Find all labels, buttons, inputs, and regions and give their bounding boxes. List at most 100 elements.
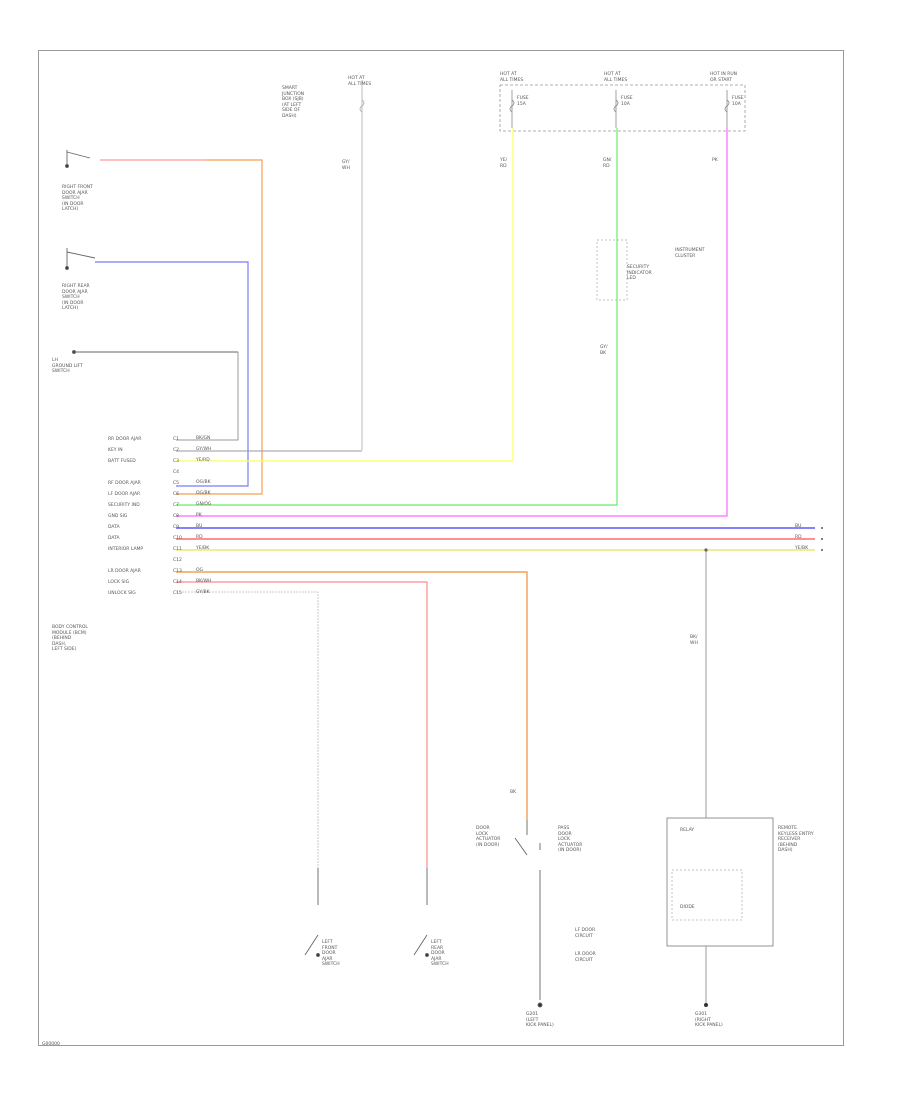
actuator-left-label: DOOR LOCK ACTUATOR (IN DOOR) bbox=[476, 826, 501, 848]
actuator-switch-symbol bbox=[514, 820, 543, 1008]
wire-color-label: OG/BK bbox=[196, 480, 211, 485]
pin-label: UNLOCK SIG bbox=[108, 591, 136, 596]
lr-door-switch-label: LEFT REAR DOOR AJAR SWITCH bbox=[431, 940, 449, 967]
wire-blue-rr bbox=[95, 261, 249, 487]
bus-end-label: BU bbox=[795, 524, 802, 529]
wire-color-label: BU bbox=[196, 524, 203, 529]
pin-number: C11 bbox=[173, 547, 182, 552]
pin-label: INTERIOR LAMP bbox=[108, 547, 144, 552]
fuse-center-3-label: HOT IN RUN OR START bbox=[710, 72, 738, 83]
keyless-receiver-label: REMOTE KEYLESS ENTRY RECEIVER (BEHIND DA… bbox=[778, 826, 814, 853]
fuse-3-symbol bbox=[724, 90, 730, 128]
wire-color-label: OG/BK bbox=[196, 491, 211, 496]
wire-gray-lower bbox=[176, 591, 319, 868]
hot-top-label: HOT AT ALL TIMES bbox=[348, 76, 372, 87]
pin-label: KEY IN bbox=[108, 448, 123, 453]
security-led-box bbox=[596, 239, 628, 301]
pin-label: LOCK SIG bbox=[108, 580, 130, 585]
fuse-2-label: FUSE 10A bbox=[621, 96, 633, 107]
pin-number: C8 bbox=[173, 514, 180, 519]
pin-number: C9 bbox=[173, 525, 180, 530]
pin-label: SECURITY IND bbox=[108, 503, 140, 508]
pin-label: LF DOOR AJAR bbox=[108, 492, 141, 497]
footer-code: G00000 bbox=[42, 1042, 60, 1047]
fuse-1-label: FUSE 15A bbox=[517, 96, 529, 107]
pin-label: RF DOOR AJAR bbox=[108, 481, 141, 486]
rf-door-switch-symbol bbox=[65, 150, 91, 168]
gy-wire-label: GY/ WH bbox=[342, 160, 350, 171]
pin-number: C5 bbox=[173, 481, 180, 486]
lf-door-switch-label: LEFT FRONT DOOR AJAR SWITCH bbox=[322, 940, 340, 967]
diagram-frame bbox=[38, 50, 844, 1046]
pin-number: C2 bbox=[173, 448, 180, 453]
pin-label: RR DOOR AJAR bbox=[108, 437, 142, 442]
bcm-label: BODY CONTROL MODULE (BCM) (BEHIND DASH, … bbox=[52, 625, 88, 652]
bus-end-label: YE/BK bbox=[795, 546, 809, 551]
circuit-b-label: LR DOOR CIRCUIT bbox=[575, 952, 596, 963]
ground-lift-switch-symbol bbox=[72, 350, 238, 354]
rr-door-switch-symbol bbox=[65, 248, 96, 270]
wire-orange-lower bbox=[176, 571, 528, 820]
pin-number: C7 bbox=[173, 503, 180, 508]
pin-number: C6 bbox=[173, 492, 180, 497]
fuse-box bbox=[499, 84, 746, 132]
rr-door-switch-label: RIGHT REAR DOOR AJAR SWITCH (IN DOOR LAT… bbox=[62, 284, 90, 311]
ground-lift-switch-label: LH GROUND LIFT SWITCH bbox=[52, 358, 83, 374]
fuse-center-2-label: HOT AT ALL TIMES bbox=[604, 72, 628, 83]
ground-right-label: G301 (RIGHT KICK PANEL) bbox=[695, 1012, 723, 1028]
pin-label: LR DOOR AJAR bbox=[108, 569, 141, 574]
wire-color-label: PK bbox=[196, 513, 202, 518]
yl-wire-label: YE/ RD bbox=[500, 158, 508, 169]
bus-end-label: RD bbox=[795, 535, 802, 540]
instrument-label: INSTRUMENT CLUSTER bbox=[675, 248, 705, 259]
lr-door-switch-symbol bbox=[413, 868, 429, 957]
actuator-right-label: PASS DOOR LOCK ACTUATOR (IN DOOR) bbox=[558, 826, 583, 853]
wire-color-label: RD bbox=[196, 535, 203, 540]
ground-left-label: G201 (LEFT KICK PANEL) bbox=[526, 1012, 554, 1028]
lf-door-switch-symbol bbox=[304, 868, 320, 957]
pin-number: C4 bbox=[173, 470, 180, 475]
wire-red-lower bbox=[176, 581, 428, 868]
rf-door-switch-label: RIGHT FRONT DOOR AJAR SWITCH (IN DOOR LA… bbox=[62, 185, 93, 212]
wire-color-label: BK/WH bbox=[196, 579, 212, 584]
wire-color-label: GY/BK bbox=[196, 590, 210, 595]
wire-color-label: OG bbox=[196, 568, 204, 573]
wire-color-label: GY/WH bbox=[196, 447, 212, 452]
pin-number: C10 bbox=[173, 536, 182, 541]
hot-feed-center bbox=[359, 80, 365, 450]
wire-color-label: YE/BK bbox=[196, 546, 210, 551]
wire-pink bbox=[176, 128, 728, 517]
pin-number: C14 bbox=[173, 580, 182, 585]
wire-yellow bbox=[176, 128, 514, 462]
pin-label: DATA bbox=[108, 536, 120, 541]
wire-orange-rf bbox=[176, 159, 263, 495]
ground-right-terminal bbox=[704, 1003, 708, 1007]
wire-green bbox=[176, 128, 618, 506]
wire-color-label: GN/OG bbox=[196, 502, 212, 507]
pin-number: C12 bbox=[173, 558, 182, 563]
pin-number: C15 bbox=[173, 591, 182, 596]
pin-label: BATT FUSED bbox=[108, 459, 136, 464]
wire-gray-gl bbox=[176, 352, 239, 441]
pin-number: C1 bbox=[173, 437, 180, 442]
sjb-label: SMART JUNCTION BOX (SJB) (AT LEFT SIDE O… bbox=[282, 86, 305, 119]
pin-number: C3 bbox=[173, 459, 180, 464]
wire-bk-label: BK bbox=[510, 790, 517, 795]
fuse-center-1-label: HOT AT ALL TIMES bbox=[500, 72, 524, 83]
pk-wire-label: PK bbox=[712, 158, 718, 163]
circuit-a-label: LF DOOR CIRCUIT bbox=[575, 928, 596, 939]
relay-inner-label: DIODE bbox=[680, 905, 695, 910]
pin-number: C13 bbox=[173, 569, 182, 574]
fuse-3-label: FUSE 10A bbox=[732, 96, 744, 107]
wire-bkwh-label: BK/ WH bbox=[690, 635, 698, 646]
wire-color-label: BK/GN bbox=[196, 436, 211, 441]
wire-gybk-label: GY/ BK bbox=[600, 345, 608, 356]
bcm-module-box bbox=[666, 817, 774, 947]
fuse-2-symbol bbox=[613, 90, 619, 128]
pin-label: DATA bbox=[108, 525, 120, 530]
bcm-inner-box bbox=[671, 869, 743, 921]
security-led-label: SECURITY INDICATOR LED bbox=[627, 265, 652, 281]
fuse-1-symbol bbox=[509, 90, 515, 128]
pin-label: GND SIG bbox=[108, 514, 128, 519]
